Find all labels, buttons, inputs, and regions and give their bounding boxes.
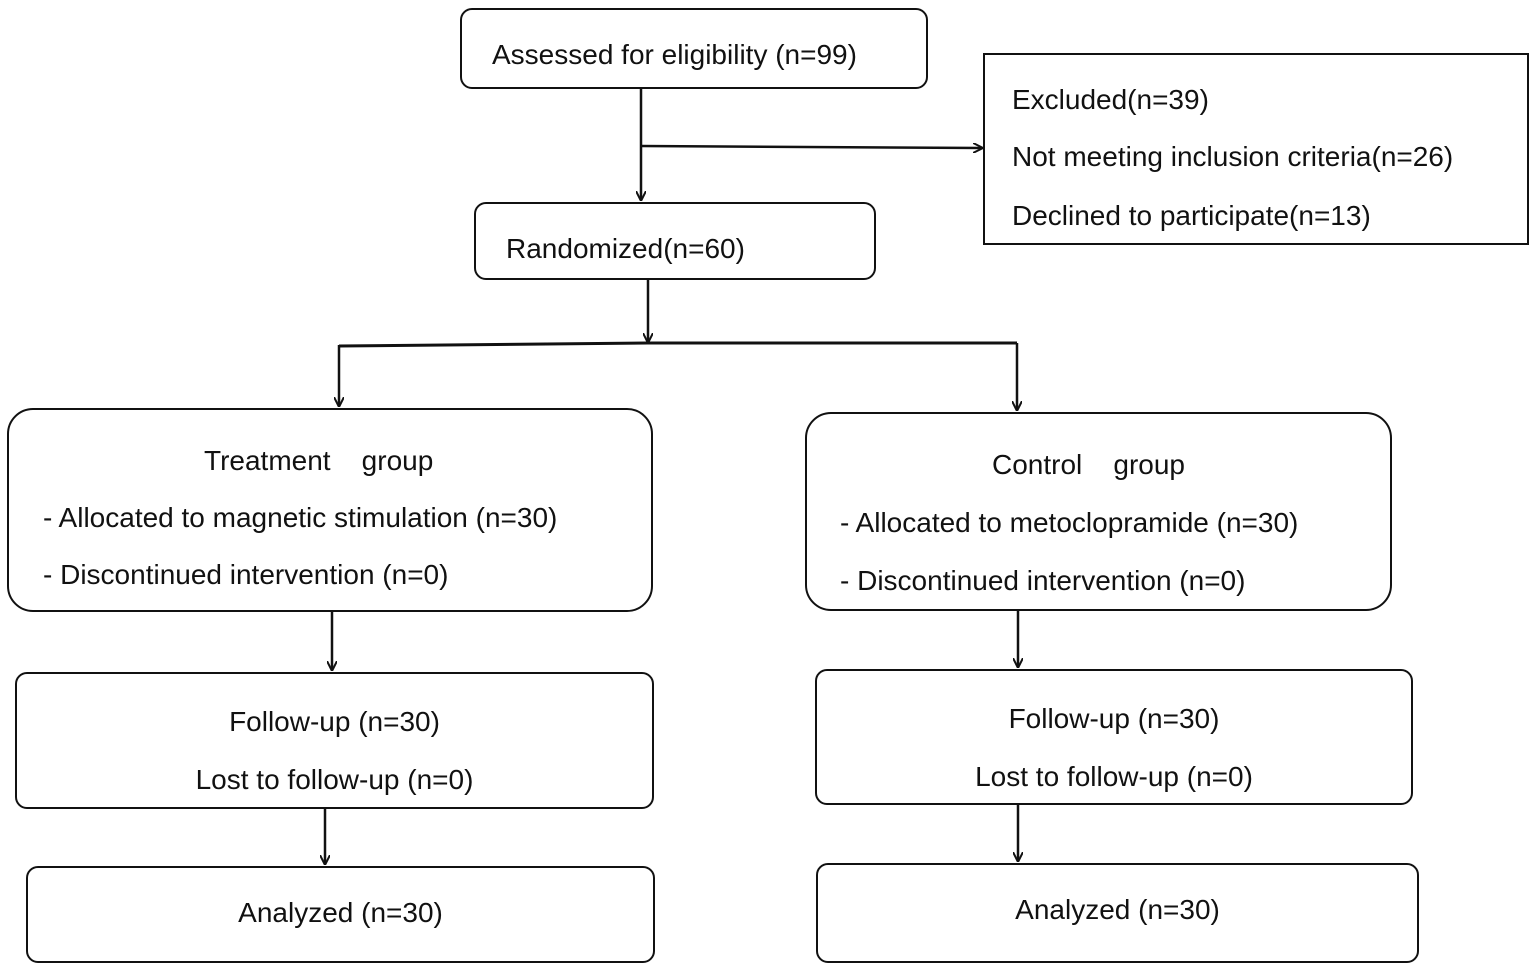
control-followup-label: Follow-up (n=30) (1008, 703, 1220, 734)
control-lost-label: Lost to follow-up (n=0) (975, 761, 1253, 792)
assessed-label: Assessed for eligibility (n=99) (492, 39, 857, 70)
treatment-group-box: Treatment group - Allocated to magnetic … (7, 408, 653, 612)
treatment-discontinued: - Discontinued intervention (n=0) (43, 559, 449, 590)
control-analyzed-label: Analyzed (n=30) (1015, 894, 1220, 925)
treatment-analyzed-label: Analyzed (n=30) (238, 897, 443, 928)
control-discontinued: - Discontinued intervention (n=0) (840, 565, 1246, 596)
treatment-allocated: - Allocated to magnetic stimulation (n=3… (43, 502, 558, 533)
excluded-reason-declined: Declined to participate(n=13) (1012, 200, 1371, 231)
treatment-followup-box: Follow-up (n=30) Lost to follow-up (n=0) (15, 672, 654, 809)
treatment-lost-label: Lost to follow-up (n=0) (195, 764, 474, 795)
treatment-analyzed-box: Analyzed (n=30) (26, 866, 655, 963)
control-allocated: - Allocated to metoclopramide (n=30) (840, 507, 1299, 538)
control-analyzed-box: Analyzed (n=30) (816, 863, 1419, 963)
control-group-title: Control group (992, 449, 1185, 480)
control-followup-box: Follow-up (n=30) Lost to follow-up (n=0) (815, 669, 1413, 805)
excluded-title: Excluded(n=39) (1012, 84, 1209, 115)
treatment-group-title: Treatment group (204, 445, 434, 476)
randomized-label: Randomized(n=60) (506, 233, 745, 264)
arrow-to-excluded (640, 146, 982, 148)
treatment-followup-label: Follow-up (n=30) (229, 706, 440, 737)
split-line (338, 341, 1017, 348)
excluded-reason-inclusion: Not meeting inclusion criteria(n=26) (1012, 141, 1454, 172)
assessed-box: Assessed for eligibility (n=99) (460, 8, 928, 89)
excluded-box: Excluded(n=39) Not meeting inclusion cri… (983, 53, 1529, 245)
randomized-box: Randomized(n=60) (474, 202, 876, 280)
control-group-box: Control group - Allocated to metoclopram… (805, 412, 1392, 611)
